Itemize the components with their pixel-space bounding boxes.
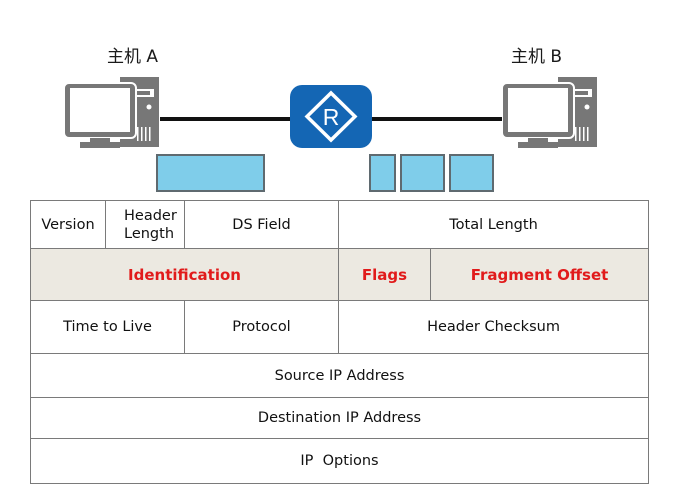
host-b-label: 主机 B: [511, 47, 563, 67]
field-source-ip-address: Source IP Address: [29, 353, 650, 398]
packet-fragment-2: [400, 154, 445, 192]
ip-header-table: Version Header Length DS Field Total Len…: [29, 200, 650, 484]
field-ds-field: DS Field: [183, 200, 340, 249]
field-time-to-live: Time to Live: [30, 300, 185, 354]
router-glyph: R: [323, 104, 340, 130]
field-identification: Identification: [29, 248, 340, 301]
field-flags: Flags: [338, 248, 432, 301]
field-protocol: Protocol: [183, 300, 340, 354]
packet-fragment-3: [449, 154, 494, 192]
host-a-computer-icon: [64, 77, 159, 148]
header-row-6: IP Options: [29, 438, 650, 484]
header-row-5: Destination IP Address: [29, 397, 650, 439]
router-icon: R: [290, 85, 372, 148]
field-header-checksum: Header Checksum: [338, 300, 650, 354]
header-row-4: Source IP Address: [29, 353, 650, 398]
header-row-2: Identification Flags Fragment Offset: [29, 248, 650, 301]
field-destination-ip-address: Destination IP Address: [29, 397, 650, 439]
field-fragment-offset: Fragment Offset: [430, 248, 650, 301]
packet-fragment-1: [369, 154, 396, 192]
packet-original: [156, 154, 265, 192]
link-host-a-router: [160, 117, 295, 121]
link-router-host-b: [370, 117, 506, 121]
host-b-computer-icon: [502, 77, 597, 148]
header-row-3: Time to Live Protocol Header Checksum: [30, 300, 650, 354]
header-row-1: Version Header Length DS Field Total Len…: [30, 200, 650, 249]
field-header-length: Header Length: [105, 200, 185, 249]
field-version: Version: [30, 200, 106, 249]
field-total-length: Total Length: [338, 200, 650, 249]
field-ip-options: IP Options: [29, 438, 650, 484]
host-a-label: 主机 A: [107, 47, 159, 67]
